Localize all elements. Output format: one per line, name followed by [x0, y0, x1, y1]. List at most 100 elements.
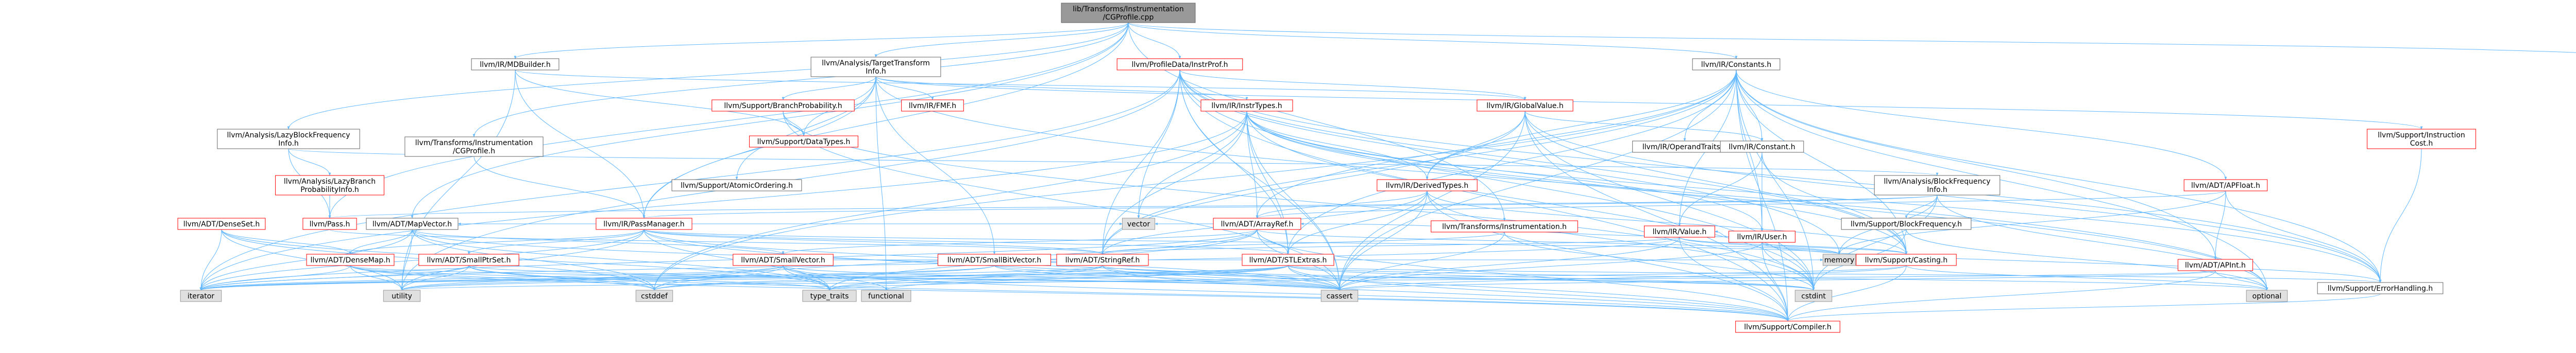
node-label: iterator — [188, 292, 214, 301]
edge-insttypes-to-cstddef — [653, 111, 1247, 291]
node-branchprob[interactable]: llvm/Support/BranchProbability.h — [711, 99, 855, 112]
node-smallptrset[interactable]: llvm/ADT/SmallPtrSet.h — [418, 254, 519, 266]
node-label: llvm/IR/User.h — [1737, 233, 1787, 241]
node-root[interactable]: lib/Transforms/Instrumentation/CGProfile… — [1061, 3, 1196, 23]
node-stringref[interactable]: llvm/ADT/StringRef.h — [1056, 254, 1149, 266]
node-box — [1477, 99, 1573, 112]
edge-globalvalue-to-derivedtypes — [1426, 111, 1526, 180]
node-cgprofileh[interactable]: llvm/Transforms/Instrumentation/CGProfil… — [404, 136, 544, 157]
node-label: llvm/ADT/APInt.h — [2185, 261, 2246, 270]
node-instrumentation[interactable]: llvm/Transforms/Instrumentation.h — [1431, 220, 1578, 233]
node-profiledata[interactable]: llvm/ProfileData/InstrProf.h — [1116, 58, 1243, 70]
edge-densemap-to-iterator — [199, 265, 351, 291]
edge-insttypes-to-vector — [1137, 111, 1247, 219]
node-label: llvm/Support/AtomicOrdering.h — [681, 182, 793, 190]
edge-pass-to-stringref — [329, 229, 1104, 255]
node-lazybpi[interactable]: llvm/Analysis/LazyBranchProbabilityInfo.… — [275, 175, 384, 196]
node-blockfreq[interactable]: llvm/Support/BlockFrequency.h — [1841, 218, 1972, 230]
edge-insttypes-to-casting — [1246, 111, 1908, 255]
node-operandtraits[interactable]: llvm/IR/OperandTraits.h — [1632, 140, 1737, 153]
node-label: llvm/ADT/STLExtras.h — [1249, 256, 1327, 264]
node-box — [810, 57, 941, 77]
node-box — [2246, 290, 2288, 302]
node-label: Cost.h — [2410, 139, 2433, 148]
edge-root-to-mdbuilder — [514, 22, 1129, 59]
edge-mapvector-to-densemap — [349, 229, 413, 255]
edge-stlextras-to-compiler — [1287, 265, 1789, 322]
node-datatypes[interactable]: llvm/Support/DataTypes.h — [749, 135, 858, 148]
edge-smallbitvector-to-iterator — [199, 265, 995, 291]
node-box — [1200, 99, 1293, 112]
node-smallbitvector[interactable]: llvm/ADT/SmallBitVector.h — [938, 254, 1051, 266]
node-box — [418, 254, 519, 266]
node-atomicordering[interactable]: llvm/Support/AtomicOrdering.h — [671, 179, 802, 191]
edge-casting-to-cassert — [1338, 265, 1907, 291]
node-box — [861, 290, 911, 302]
node-apfloat[interactable]: llvm/ADT/APFloat.h — [2183, 179, 2268, 191]
node-iruser[interactable]: llvm/IR/User.h — [1728, 231, 1795, 243]
node-fmf[interactable]: llvm/IR/FMF.h — [901, 99, 964, 112]
edge-irvalue-to-memory — [1679, 237, 1841, 255]
node-arrayref[interactable]: llvm/ADT/ArrayRef.h — [1213, 218, 1301, 230]
node-box — [1061, 3, 1196, 23]
edge-lazybfi-to-lazybpi — [288, 148, 331, 176]
node-label: /CGProfile.h — [453, 147, 495, 155]
node-label: llvm/Support/Instruction — [2378, 131, 2465, 139]
node-derivedtypes[interactable]: llvm/IR/DerivedTypes.h — [1377, 179, 1478, 191]
node-box — [596, 218, 692, 230]
node-box — [1822, 254, 1856, 266]
node-apint[interactable]: llvm/ADT/APInt.h — [2177, 259, 2253, 271]
node-insttypes[interactable]: llvm/IR/InstrTypes.h — [1200, 99, 1293, 112]
edge-root-to-tti — [874, 22, 1129, 58]
node-box — [2177, 259, 2253, 271]
node-densemap[interactable]: llvm/ADT/DenseMap.h — [306, 254, 395, 266]
node-passmanager[interactable]: llvm/IR/PassManager.h — [596, 218, 692, 230]
node-box — [711, 99, 855, 112]
edge-tti-to-optional — [875, 76, 2268, 291]
edge-constants-to-errorhandling — [1736, 69, 2382, 283]
node-errorhandling[interactable]: llvm/Support/ErrorHandling.h — [2317, 282, 2444, 294]
node-stlextras[interactable]: llvm/ADT/STLExtras.h — [1242, 254, 1334, 266]
edge-cgprofileh-to-passmanager — [473, 156, 646, 219]
edge-mapvector-to-smallvector — [412, 229, 785, 255]
edge-root-to-mapvector — [411, 22, 1129, 219]
node-mdbuilder[interactable]: llvm/IR/MDBuilder.h — [471, 58, 560, 70]
node-box — [302, 218, 357, 230]
node-functional: functional — [861, 290, 911, 302]
node-smallvector[interactable]: llvm/ADT/SmallVector.h — [733, 254, 834, 266]
edge-stlextras-to-cstdint — [1287, 265, 1815, 291]
node-casting[interactable]: llvm/Support/Casting.h — [1856, 254, 1957, 266]
node-typetraits: type_traits — [802, 290, 857, 302]
node-label: llvm/Support/DataTypes.h — [757, 138, 851, 146]
edge-apint-to-optional — [2215, 270, 2268, 291]
node-box — [938, 254, 1051, 266]
node-label: llvm/IR/InstrTypes.h — [1211, 102, 1282, 110]
node-densemaph[interactable]: llvm/ADT/DenseSet.h — [177, 218, 266, 230]
node-box — [1213, 218, 1301, 230]
node-compiler[interactable]: llvm/Support/Compiler.h — [1735, 321, 1840, 333]
edge-arrayref-to-memory — [1257, 229, 1841, 255]
edge-bfi-to-blockfreq — [1905, 195, 1938, 219]
node-mapvector[interactable]: llvm/ADT/MapVector.h — [366, 218, 459, 230]
edge-mdbuilder-to-datatypes — [515, 69, 805, 136]
edge-apfloat-to-apint — [2214, 190, 2226, 260]
node-optional: optional — [2246, 290, 2288, 302]
node-box — [1242, 254, 1334, 266]
edge-stlextras-to-cstddef — [653, 265, 1289, 291]
node-irconstant[interactable]: llvm/IR/Constant.h — [1720, 140, 1804, 153]
node-box — [635, 290, 673, 302]
node-pass[interactable]: llvm/Pass.h — [302, 218, 357, 230]
edge-passmanager-to-compiler — [643, 229, 1789, 322]
node-irvalue[interactable]: llvm/IR/Value.h — [1644, 225, 1715, 238]
edge-lazybfi-to-bfi — [288, 148, 1938, 176]
node-constants[interactable]: llvm/IR/Constants.h — [1692, 58, 1781, 70]
node-globalvalue[interactable]: llvm/IR/GlobalValue.h — [1477, 99, 1573, 112]
node-box — [1320, 290, 1359, 302]
node-label: llvm/Support/BlockFrequency.h — [1851, 220, 1962, 228]
edge-densemaph-to-densemap — [221, 229, 352, 255]
